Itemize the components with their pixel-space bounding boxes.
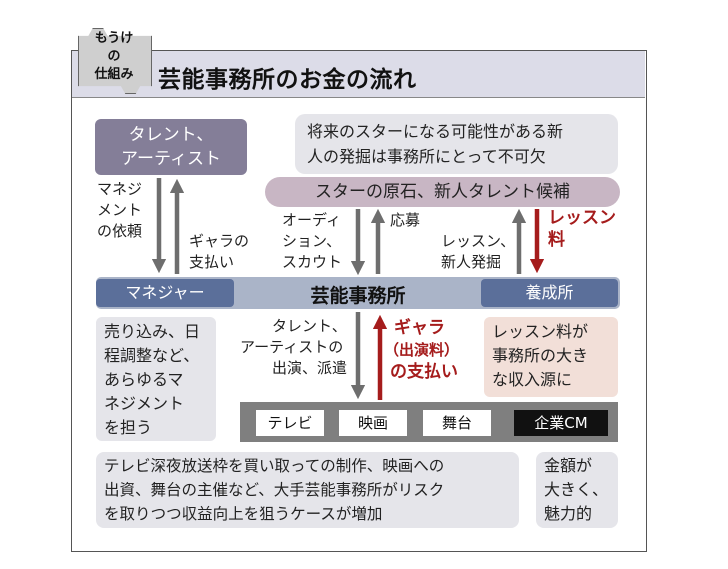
label-line: 出演、派遣	[272, 359, 348, 377]
note-line: を担う	[104, 418, 153, 437]
star-note-line: 人の発掘は事務所にとって不可欠	[307, 147, 546, 166]
label-mgmt-request: マネジ メント の依頼	[97, 179, 142, 242]
label-line: ション、	[282, 232, 342, 250]
badge-line: 仕組み	[94, 67, 134, 82]
label-line: 料	[548, 230, 565, 250]
label-audition: オーディ ション、 スカウト	[282, 210, 342, 273]
note-line: な収入源に	[492, 370, 573, 389]
diagram-title: 芸能事務所のお金の流れ	[158, 67, 417, 93]
label-line: オーディ	[282, 211, 341, 229]
label-guarantee: ギャラ （出演料） の支払い	[384, 317, 459, 383]
label-fee-payment: ギャラの 支払い	[189, 231, 249, 273]
note-line: 魅力的	[544, 504, 593, 523]
training-school-box: 養成所	[481, 279, 618, 307]
manager-box: マネジャー	[96, 279, 234, 307]
media-stage: 舞台	[423, 410, 491, 436]
media-commercial: 企業CM	[514, 410, 608, 436]
lesson-fee-note: レッスン料が 事務所の大き な収入源に	[484, 317, 618, 397]
label-line: ギャラ	[394, 318, 445, 338]
label-line: アーティストの	[240, 338, 344, 356]
talent-line: アーティスト	[121, 149, 221, 169]
agency-label: 芸能事務所	[310, 285, 406, 307]
star-note: 将来のスターになる可能性がある新 人の発掘は事務所にとって不可欠	[295, 114, 618, 174]
label-line: ギャラの	[189, 232, 250, 250]
label-line: の依頼	[97, 222, 143, 240]
note-line: テレビ深夜放送枠を買い取っての制作、映画への	[104, 457, 445, 475]
note-line: 出資、舞台の主催など、大手芸能事務所がリスク	[104, 481, 445, 499]
note-line: 売り込み、日	[104, 322, 201, 341]
label-line: レッスン	[548, 208, 616, 228]
label-line: の支払い	[390, 362, 458, 382]
badge-line: もうけ	[94, 31, 134, 46]
label-line: スカウト	[282, 253, 343, 271]
star-note-line: 将来のスターになる可能性がある新	[307, 122, 564, 141]
label-lesson-fee: レッスン 料	[548, 207, 616, 251]
note-line: 大きく、	[544, 480, 609, 499]
media-tv: テレビ	[256, 410, 324, 436]
note-line: あらゆるマ	[104, 370, 184, 389]
label-lesson-scout: レッスン、 新人発掘	[441, 231, 515, 273]
label-application: 応募	[390, 211, 421, 229]
label-line: 新人発掘	[441, 253, 502, 271]
media-film: 映画	[339, 410, 407, 436]
note-line: レッスン料が	[492, 322, 589, 341]
manager-note: 売り込み、日 程調整など、 あらゆるマ ネジメント を担う	[96, 317, 216, 441]
note-line: 金額が	[544, 456, 593, 475]
cm-note: 金額が 大きく、 魅力的	[536, 452, 618, 528]
label-line: （出演料）	[384, 341, 460, 359]
label-line: レッスン、	[441, 232, 516, 250]
bottom-note: テレビ深夜放送枠を買い取っての制作、映画への 出資、舞台の主催など、大手芸能事務…	[96, 452, 519, 528]
note-line: 程調整など、	[104, 346, 200, 365]
label-line: メント	[97, 201, 143, 219]
label-line: タレント、	[272, 317, 347, 335]
title-bar	[72, 51, 645, 98]
label-line: マネジ	[97, 180, 143, 198]
star-candidate-bar: スターの原石、新人タレント候補	[265, 177, 620, 207]
note-line: ネジメント	[104, 394, 185, 413]
badge: もうけ の 仕組み	[78, 30, 150, 84]
note-line: 事務所の大き	[492, 346, 589, 365]
talent-box: タレント、 アーティスト	[95, 119, 247, 175]
label-line: 支払い	[189, 253, 235, 271]
note-line: を取りつつ収益向上を狙うケースが増加	[104, 505, 383, 523]
talent-line: タレント、	[128, 125, 214, 145]
badge-line: の	[107, 49, 121, 64]
label-appearance: タレント、 アーティストの 出演、派遣	[240, 316, 347, 379]
